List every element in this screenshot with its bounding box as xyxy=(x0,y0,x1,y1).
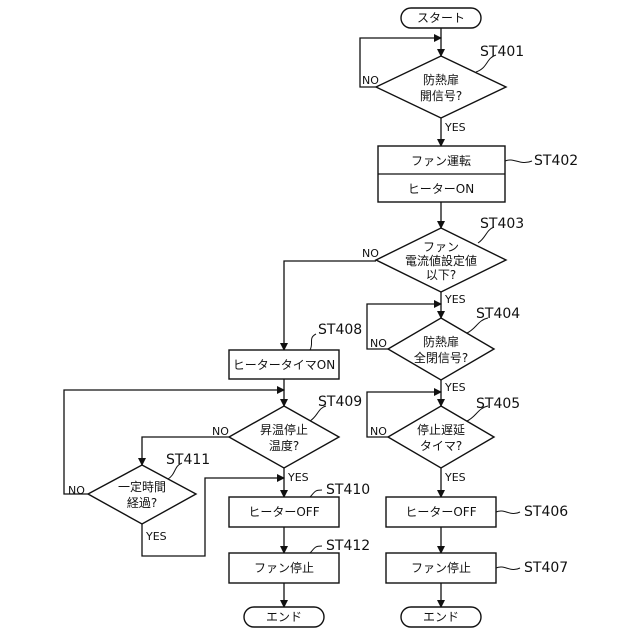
st408-label: ST408 xyxy=(318,322,362,338)
st402-process: ファン運転 ヒーターON xyxy=(378,146,505,202)
st411-decision: 一定時間 経過? xyxy=(88,465,196,524)
end-left-text: エンド xyxy=(266,610,302,624)
st405-text-line1: 停止遅延 xyxy=(417,422,465,437)
st406-label: ST406 xyxy=(524,504,568,520)
st403-text-line1: ファン xyxy=(423,240,459,254)
st404-text-line2: 全閉信号? xyxy=(414,350,468,365)
st401-text-line1: 防熱扉 xyxy=(423,72,459,87)
st404-no-label: NO xyxy=(370,337,387,350)
st402-text-line2: ヒーターON xyxy=(408,182,474,196)
st409-no-label: NO xyxy=(212,425,229,438)
st403-text-line2: 電流値設定値 xyxy=(405,253,477,268)
st401-label: ST401 xyxy=(480,44,524,60)
st412-label: ST412 xyxy=(326,538,370,554)
st403-no-label: NO xyxy=(362,247,379,260)
st404-decision: 防熱扉 全閉信号? xyxy=(388,318,494,380)
st403-label: ST403 xyxy=(480,216,524,232)
st403-yes-label: YES xyxy=(444,293,466,306)
st407-label: ST407 xyxy=(524,560,568,576)
st405-label: ST405 xyxy=(476,396,520,412)
st412-text: ファン停止 xyxy=(254,560,314,575)
st407-text: ファン停止 xyxy=(411,560,471,575)
st402-label: ST402 xyxy=(534,153,578,169)
st403-text-line3: 以下? xyxy=(426,268,456,282)
st401-yes-label: YES xyxy=(444,121,466,134)
st411-text-line2: 経過? xyxy=(127,496,157,510)
st409-yes-label: YES xyxy=(287,471,309,484)
st401-decision: 防熱扉 開信号? xyxy=(376,56,506,118)
st405-text-line2: タイマ? xyxy=(420,439,462,453)
end-right-text: エンド xyxy=(423,610,459,624)
st411-yes-label: YES xyxy=(145,530,167,543)
start-text: スタート xyxy=(417,11,465,25)
st405-decision: 停止遅延 タイマ? xyxy=(388,406,494,468)
end-terminal-right: エンド xyxy=(401,607,481,627)
st404-text-line1: 防熱扉 xyxy=(423,334,459,349)
st411-label: ST411 xyxy=(166,452,210,468)
st408-process: ヒータータイマON xyxy=(229,350,339,379)
st411-text-line1: 一定時間 xyxy=(118,479,166,494)
st404-yes-label: YES xyxy=(444,381,466,394)
end-terminal-left: エンド xyxy=(244,607,324,627)
st409-text-line1: 昇温停止 xyxy=(260,422,308,437)
st410-text: ヒーターOFF xyxy=(248,505,319,519)
st409-label: ST409 xyxy=(318,394,362,410)
st405-yes-label: YES xyxy=(444,471,466,484)
st407-process: ファン停止 xyxy=(386,553,496,583)
st404-label: ST404 xyxy=(476,306,520,322)
st408-text: ヒータータイマON xyxy=(233,358,335,372)
st411-no-label: NO xyxy=(68,484,85,497)
st409-text-line2: 温度? xyxy=(269,438,299,453)
start-terminal: スタート xyxy=(401,8,481,28)
st410-label: ST410 xyxy=(326,482,370,498)
st410-process: ヒーターOFF xyxy=(229,497,339,527)
st406-text: ヒーターOFF xyxy=(405,505,476,519)
step-labels: ST401 ST402 ST403 ST404 ST405 ST406 ST40… xyxy=(166,44,578,576)
st402-text-line1: ファン運転 xyxy=(411,154,471,168)
st406-process: ヒーターOFF xyxy=(386,497,496,527)
st401-text-line2: 開信号? xyxy=(420,89,462,103)
st403-decision: ファン 電流値設定値 以下? xyxy=(376,228,506,292)
st405-no-label: NO xyxy=(370,425,387,438)
st401-no-label: NO xyxy=(362,74,379,87)
st412-process: ファン停止 xyxy=(229,553,339,583)
st409-decision: 昇温停止 温度? xyxy=(229,406,339,468)
